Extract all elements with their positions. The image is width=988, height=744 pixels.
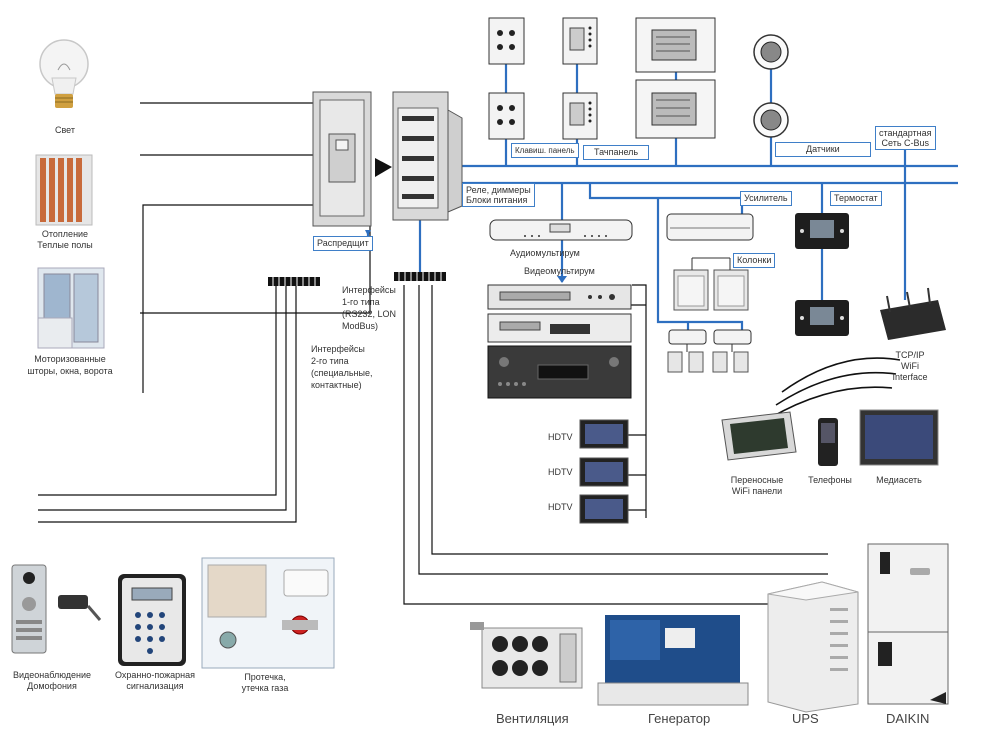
leak-label: Протечка, утечка газа (225, 672, 305, 694)
hdtv-label-3: HDTV (548, 502, 573, 512)
cctv-line-2: Домофония (27, 681, 77, 691)
cbus-label-1: стандартная (879, 128, 932, 138)
amplifier-label: Усилитель (740, 191, 792, 206)
media-display-icon (859, 409, 939, 466)
tcpip-line-2: WiFi (901, 361, 919, 371)
wifi-tablet-icon (721, 411, 797, 461)
iface2-line-1: Интерфейсы (311, 344, 365, 354)
daikin-label: DAIKIN (886, 711, 930, 726)
video-mux-label: Видеомультирум (524, 266, 595, 276)
wifi-panels-line-2: WiFi панели (731, 486, 783, 496)
ventilation-label: Вентиляция (496, 711, 569, 726)
generator-label: Генератор (648, 711, 711, 726)
audio-module-icon (667, 329, 752, 373)
iface2-line-2: 2-го типа (311, 356, 349, 366)
thermostat-icon (795, 213, 849, 336)
security-alarm-icon (118, 574, 186, 666)
iface1-line-2: 1-го типа (342, 297, 380, 307)
hdtv-label-2: HDTV (548, 467, 573, 477)
alarm-line-2: сигнализация (126, 681, 184, 691)
touch-panel-icon (635, 17, 716, 139)
touchpanel-label: Тачпанель (583, 145, 650, 160)
router-icon (880, 287, 946, 340)
sensors-label: Датчики (775, 142, 871, 157)
phones-label: Телефоны (808, 475, 852, 485)
radiator-icon (35, 154, 93, 226)
relay-label: Реле, диммеры Блоки питания (462, 183, 535, 207)
blinds-label-2: шторы, окна, ворота (27, 366, 113, 376)
audio-multiroom-icon (489, 219, 633, 241)
leak-sensor-icon (201, 557, 335, 669)
video-multiroom-icon (487, 284, 632, 399)
ventilation-icon (470, 622, 583, 689)
interface-connector-icon (268, 272, 446, 286)
iface2-line-3: (специальные, (311, 368, 373, 378)
keypad-label: Клавиш. панель (511, 143, 579, 158)
tcpip-line-3: Interface (892, 372, 928, 382)
generator-icon (597, 615, 749, 706)
window-icon (37, 267, 105, 349)
relay-label-1: Реле, диммеры (466, 185, 531, 195)
heating-label-2: Теплые полы (37, 240, 93, 250)
distribution-label: Распредщит (313, 236, 373, 251)
wifi-panels-line-1: Переносные (730, 475, 784, 485)
leak-line-2: утечка газа (241, 683, 289, 693)
wifi-panels-label: Переносные WiFi панели (712, 475, 802, 497)
sensor-icon (753, 34, 789, 138)
light-label: Свет (54, 125, 75, 135)
amplifier-icon (666, 213, 754, 241)
cbus-label-2: Сеть C-Bus (881, 138, 930, 148)
media-label: Медиасеть (876, 475, 922, 485)
relay-panel-icon (392, 91, 463, 221)
iface1-line-1: Интерфейсы (342, 285, 396, 295)
audio-mux-label: Аудиомультирум (510, 248, 580, 258)
iface2-line-4: контактные) (311, 380, 362, 390)
leak-line-1: Протечка, (244, 672, 286, 682)
hdtv-icon (579, 419, 629, 524)
relay-label-2: Блоки питания (466, 195, 528, 205)
cctv-line-1: Видеонаблюдение (12, 670, 92, 680)
light-bulb-icon (39, 39, 89, 108)
speakers-label: Колонки (733, 253, 776, 268)
iface1-line-3: (RS232, LON (342, 309, 397, 319)
alarm-label: Охранно-пожарная сигнализация (100, 670, 210, 692)
ups-icon (767, 581, 859, 713)
distribution-panel-icon (312, 91, 372, 227)
flow-arrow (375, 158, 392, 177)
control-wires (38, 102, 828, 605)
tcpip-label: TCP/IP WiFi Interface (870, 350, 950, 383)
ups-label: UPS (792, 711, 819, 726)
phone-icon (818, 418, 838, 466)
iface1-line-4: ModBus) (342, 321, 379, 331)
heating-label-1: Отопление (41, 229, 89, 239)
keypad-panel-icon (488, 17, 598, 140)
alarm-line-1: Охранно-пожарная (114, 670, 195, 680)
hdtv-label-1: HDTV (548, 432, 573, 442)
interfaces-type2-label: Интерфейсы 2-го типа (специальные, конта… (311, 343, 372, 391)
thermostat-label: Термостат (830, 191, 882, 206)
tcpip-line-1: TCP/IP (895, 350, 925, 360)
speaker-icon (673, 257, 749, 311)
cctv-icon (11, 564, 102, 654)
cctv-label: Видеонаблюдение Домофония (2, 670, 102, 692)
wifi-signal-icon (769, 357, 901, 419)
blinds-label-1: Моторизованные (34, 354, 106, 364)
interfaces-type1-label: Интерфейсы 1-го типа (RS232, LON ModBus) (342, 284, 396, 332)
daikin-unit-icon (867, 543, 949, 705)
cbus-label: стандартная Сеть C-Bus (875, 126, 936, 150)
